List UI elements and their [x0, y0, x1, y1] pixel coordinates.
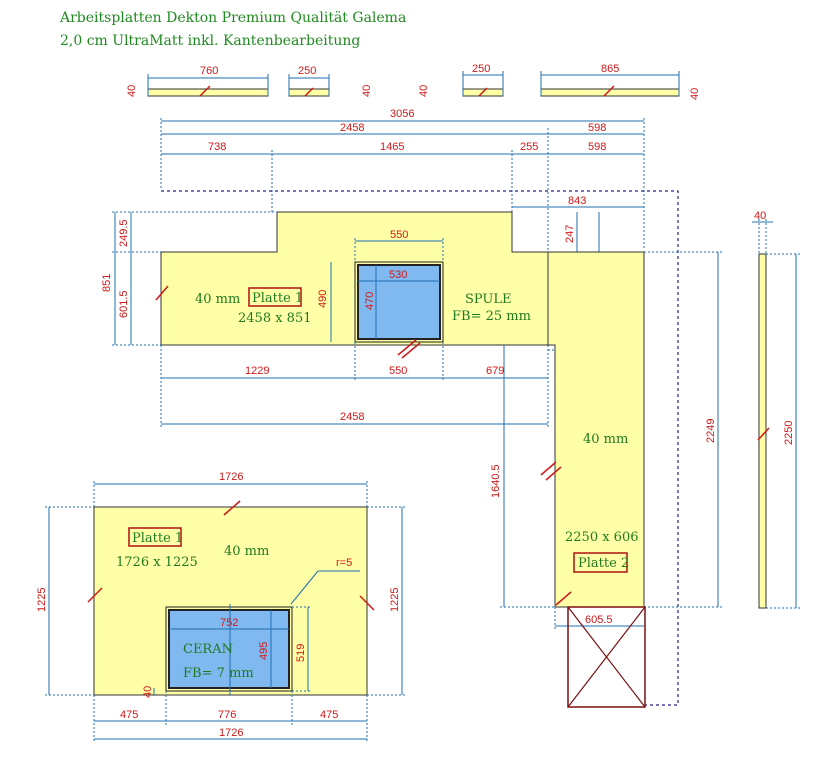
plate2-label-box [573, 552, 628, 573]
dim-corner-843: 843 [568, 195, 586, 207]
plate1-top-edge-mark [155, 285, 169, 301]
dim-seg-1465: 1465 [380, 141, 404, 153]
dim-247: 247 [564, 225, 576, 243]
ceran-bottom-475-left: 475 [120, 709, 138, 721]
edge-pieces: 760 40 250 40 250 40 865 40 [126, 63, 701, 100]
dim-bottom-679: 679 [486, 365, 504, 377]
ceran-plate-left-height: 1225 [36, 588, 48, 612]
ceran-bottom-total: 1726 [219, 727, 243, 739]
sink-outer [354, 261, 444, 343]
dim-bottom-2458: 2458 [340, 411, 364, 423]
ceran-height: 495 [258, 642, 270, 660]
plate1-ceran-label-box [128, 527, 182, 547]
top-dimensions: 3056 2458 598 738 1465 255 598 843 [160, 108, 645, 250]
dim-seg-255: 255 [520, 141, 538, 153]
dim-seg-598: 598 [588, 141, 606, 153]
dim-bottom-1229: 1229 [245, 365, 269, 377]
edge-piece-3-thickness: 40 [418, 85, 430, 97]
plate2-thickness: 40 mm [583, 432, 628, 447]
header-subtitle: 2,0 cm UltraMatt inkl. Kantenbearbeitung [60, 33, 361, 49]
sink-outer-width: 550 [390, 229, 408, 241]
side-strip-length: 2250 [783, 421, 795, 445]
plate1-ceran: Platte 1 1726 x 1225 40 mm CERAN FB= 7 m… [36, 471, 406, 742]
plate2-len-right: 2249 [705, 419, 717, 443]
side-strip-shape [758, 253, 767, 609]
ceran-bottom-776: 776 [218, 709, 236, 721]
plate1-ceran-thickness: 40 mm [224, 544, 269, 559]
plate2: 40 mm 2250 x 606 Platte 2 1640.5 2249 60… [490, 251, 722, 708]
cabinet-box [567, 606, 646, 708]
ceran-cutout [168, 609, 290, 689]
plate2-label: Platte 2 [578, 556, 629, 571]
plate1-top: 40 mm Platte 1 2458 x 851 SPULE FB= 25 m… [101, 211, 604, 428]
dim-total-width: 3056 [390, 108, 414, 120]
header-title: Arbeitsplatten Dekton Premium Qualität G… [60, 10, 407, 26]
plate1-top-label: Platte 1 [252, 291, 303, 306]
plate1-top-label-box [248, 287, 302, 307]
plate2-size: 2250 x 606 [565, 530, 639, 545]
sink-inner-width: 530 [389, 269, 407, 281]
plate1-ceran-size: 1726 x 1225 [116, 555, 198, 570]
ceran-plate-top-width: 1726 [219, 471, 243, 483]
ceran-bottom-475-right: 475 [320, 709, 338, 721]
edge-piece-3-length: 250 [472, 63, 490, 75]
sink-inner-height: 470 [364, 292, 376, 310]
dim-height-601-5: 601.5 [118, 290, 130, 318]
edge-piece-2-thickness: 40 [361, 85, 373, 97]
dim-plate1-width: 2458 [340, 122, 364, 134]
side-strip: 40 2250 [752, 210, 800, 609]
dim-seg-738: 738 [208, 141, 226, 153]
plate2-width-bottom: 605.5 [585, 614, 613, 626]
dim-bottom-550: 550 [389, 365, 407, 377]
edge-piece-1-mark [199, 85, 211, 97]
ceran-radius: r=5 [336, 557, 352, 569]
plate1-top-size: 2458 x 851 [238, 311, 312, 326]
edge-piece-1-thickness: 40 [126, 85, 138, 97]
ceran-label: CERAN [183, 642, 233, 657]
dim-height-249-5: 249.5 [118, 219, 130, 247]
sink-outer-height: 490 [317, 290, 329, 308]
sink-cutout [357, 264, 441, 340]
ceran-width: 752 [220, 617, 238, 629]
edge-piece-2-length: 250 [298, 65, 316, 77]
outline-dashed [161, 190, 679, 706]
edge-piece-1-length: 760 [200, 65, 218, 77]
ceran-plate-right-height: 1225 [389, 588, 401, 612]
ceran-outer [165, 606, 293, 692]
edge-piece-1 [147, 88, 269, 97]
dim-plate2-width: 598 [588, 122, 606, 134]
ceran-offset: 40 [142, 686, 154, 698]
edge-piece-4-length: 865 [601, 63, 619, 75]
ceran-height-519: 519 [295, 644, 307, 662]
side-strip-thickness: 40 [754, 210, 766, 222]
edge-piece-4-thickness: 40 [689, 88, 701, 100]
plate2-len-left: 1640.5 [490, 464, 502, 498]
ceran-fb: FB= 7 mm [183, 666, 254, 681]
dim-height-851: 851 [101, 274, 113, 292]
plate1-ceran-label: Platte 1 [132, 531, 183, 546]
sink-fb: FB= 25 mm [452, 309, 531, 324]
sink-label: SPULE [465, 292, 512, 307]
plate1-top-thickness: 40 mm [195, 292, 240, 307]
